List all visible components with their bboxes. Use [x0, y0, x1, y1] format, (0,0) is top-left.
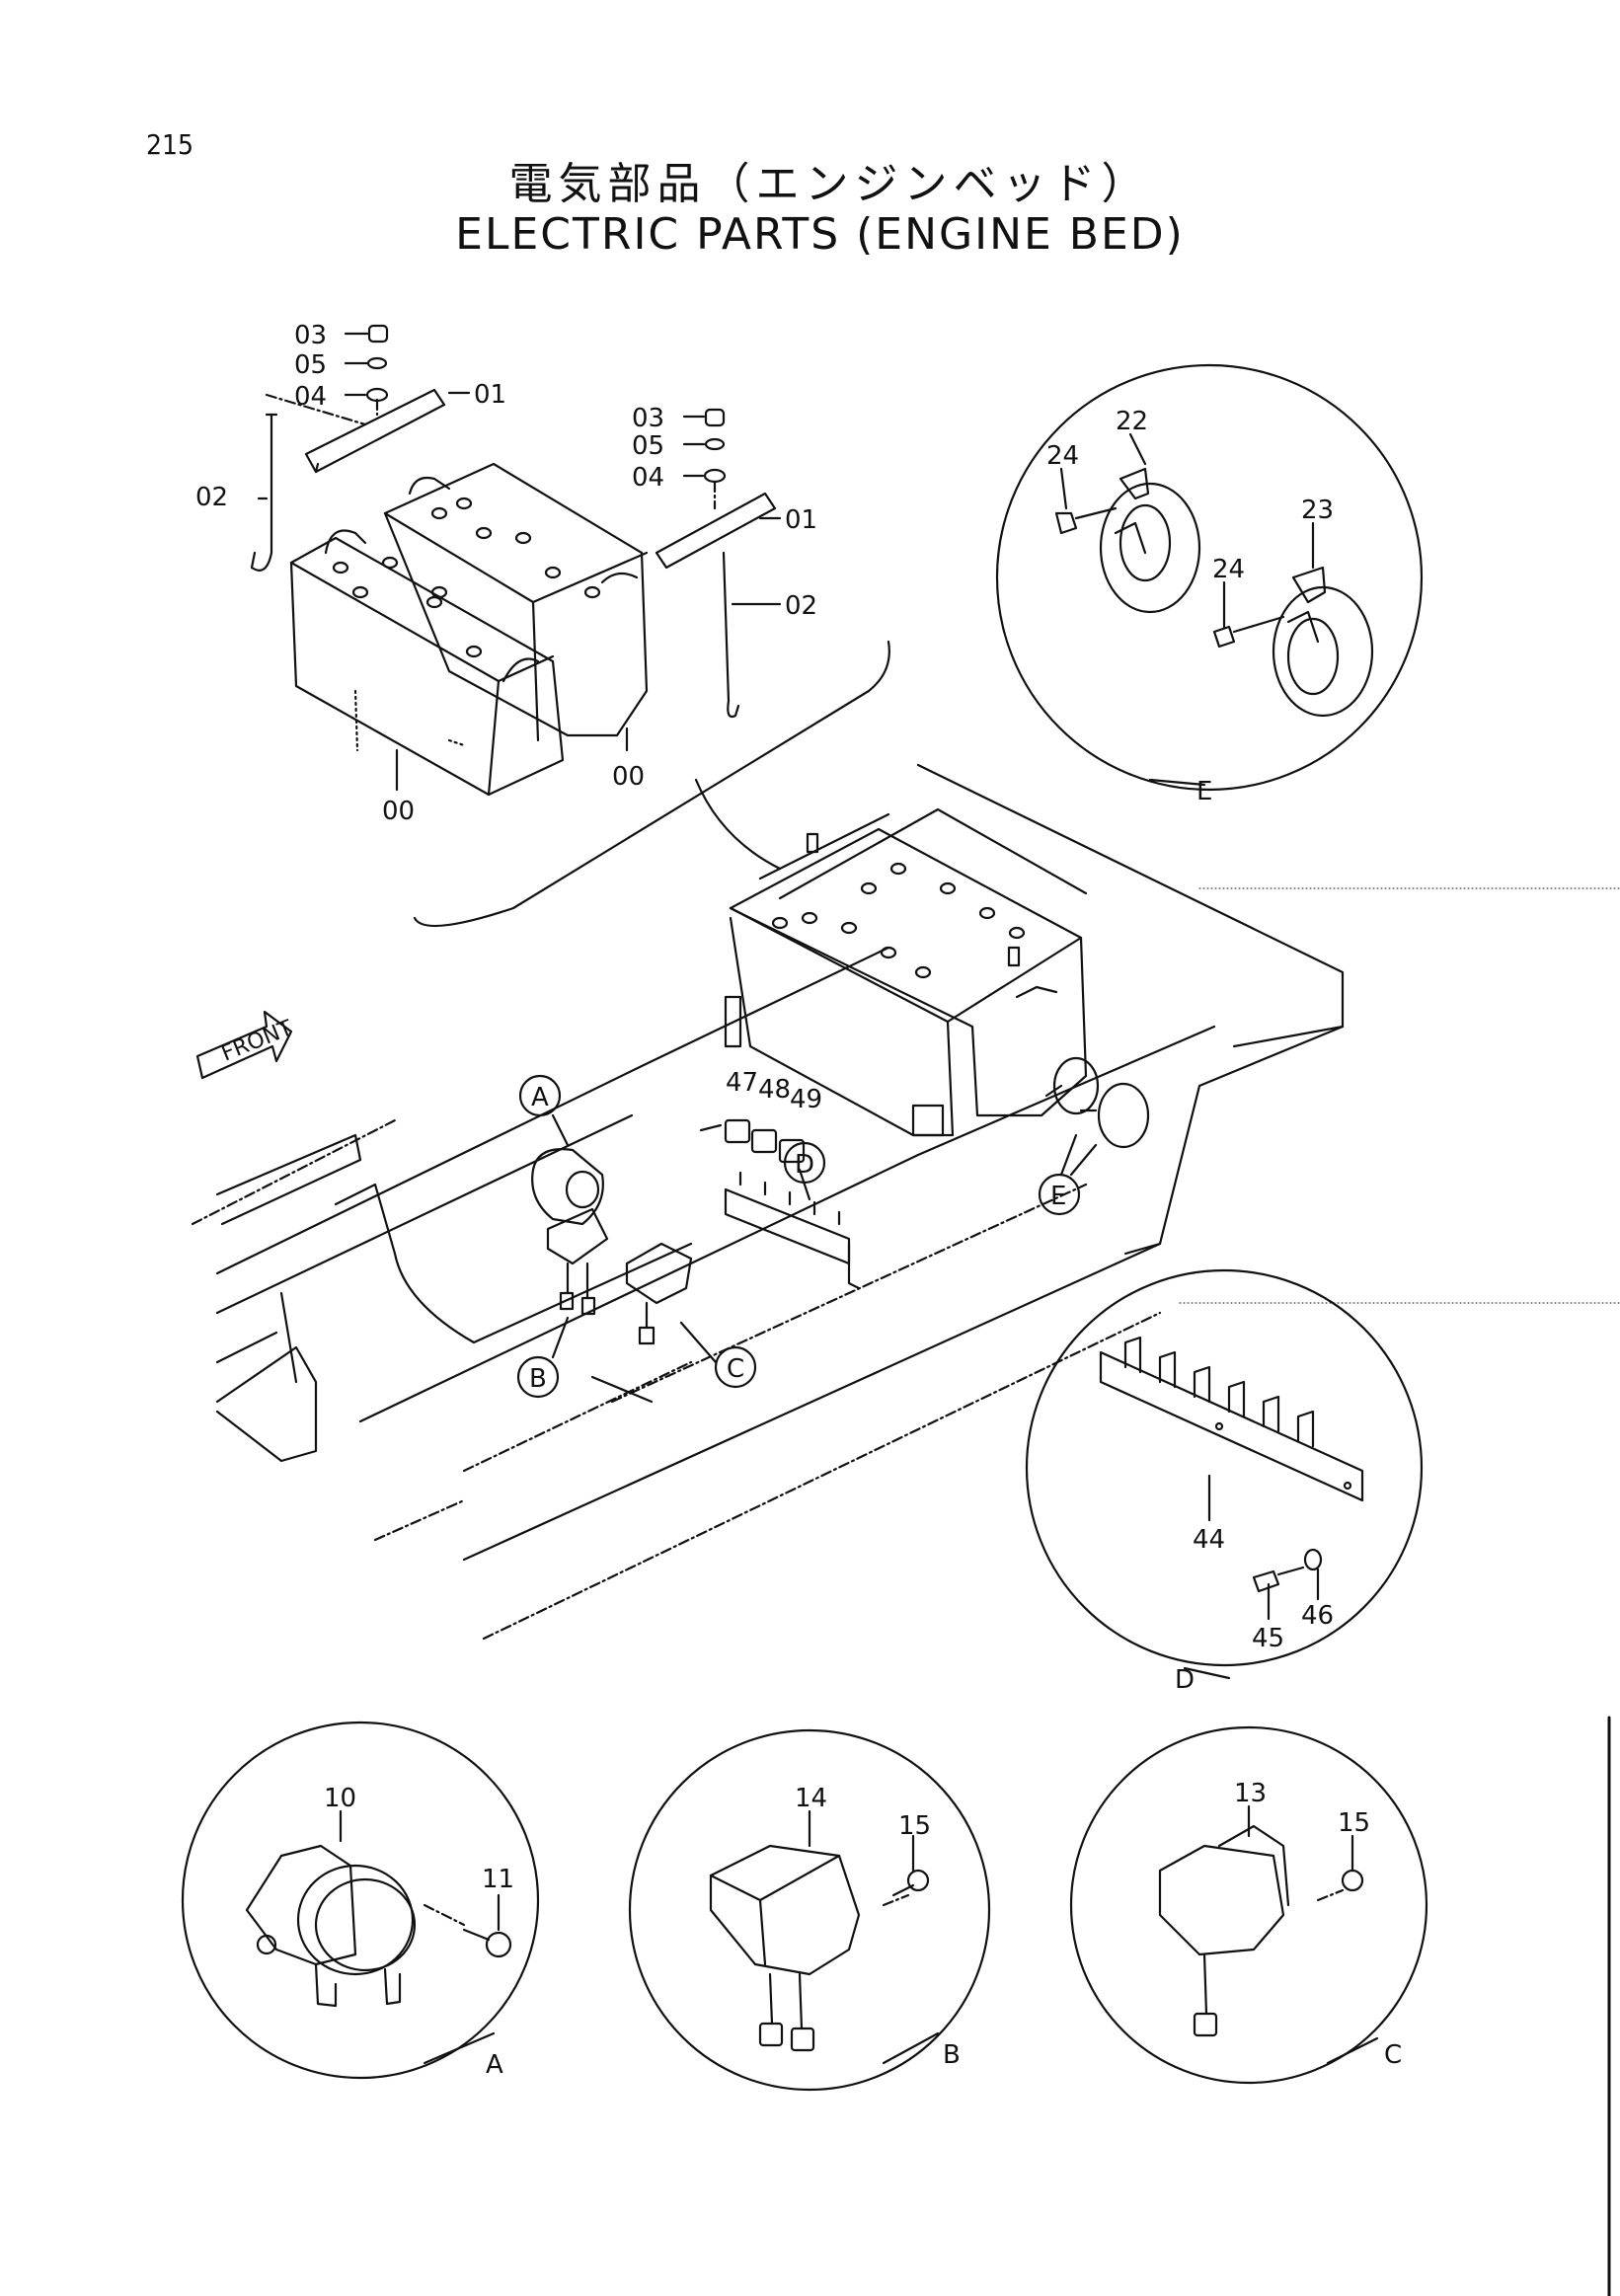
label-11: 11: [482, 1865, 514, 1894]
callout-b: B: [529, 1364, 547, 1394]
label-01-right: 01: [785, 505, 817, 535]
front-direction-label: FRONT: [218, 1016, 297, 1067]
label-48: 48: [758, 1075, 791, 1105]
callout-c: C: [727, 1354, 744, 1384]
label-24-upper: 24: [1046, 441, 1079, 471]
label-04-left: 04: [294, 382, 327, 412]
detail-tag-b: B: [943, 2040, 961, 2070]
callout-d: D: [795, 1150, 814, 1180]
label-23: 23: [1301, 496, 1334, 525]
page-number: 215: [146, 128, 194, 161]
detail-tag-e: E: [1196, 777, 1212, 806]
front-direction-arrow: FRONT: [195, 1010, 297, 1080]
label-44: 44: [1193, 1525, 1225, 1555]
label-49: 49: [790, 1085, 822, 1114]
label-01-left: 01: [474, 380, 506, 410]
label-03-left: 03: [294, 321, 327, 350]
page-title-english: ELECTRIC PARTS (ENGINE BED): [455, 209, 1185, 260]
label-47: 47: [726, 1068, 758, 1098]
label-05-left: 05: [294, 350, 327, 380]
label-03-right: 03: [632, 404, 664, 433]
label-00-left: 00: [382, 797, 415, 826]
label-05-right: 05: [632, 431, 664, 461]
battery-exploded-view: [250, 324, 890, 928]
label-14: 14: [795, 1784, 827, 1813]
detail-tag-a: A: [486, 2050, 503, 2080]
page-title-japanese: 電気部品（エンジンベッド）: [508, 159, 1151, 209]
label-15-b: 15: [898, 1811, 931, 1841]
detail-callouts: [516, 1074, 1081, 1399]
detail-c-relay: [1069, 1725, 1428, 2085]
callout-e: E: [1050, 1182, 1066, 1211]
label-13: 13: [1234, 1779, 1267, 1808]
label-02-right: 02: [785, 591, 817, 621]
detail-tag-c: C: [1384, 2040, 1402, 2070]
detail-callout-letters: A B C D E E D A B C: [486, 777, 1402, 2080]
label-10: 10: [324, 1784, 356, 1813]
label-04-right: 04: [632, 463, 664, 493]
detail-b-relay: [628, 1728, 991, 2092]
label-00-right: 00: [612, 762, 645, 792]
part-number-labels: 03 05 04 01 02 00 00 03 05 04 01 02 22 2…: [195, 321, 1370, 1894]
detail-e-horns: [995, 363, 1424, 792]
detail-tag-d: D: [1175, 1665, 1195, 1695]
machine-frame-view: FRONT: [191, 763, 1620, 1641]
label-24-lower: 24: [1212, 555, 1245, 584]
label-02-left: 02: [195, 483, 228, 512]
label-45: 45: [1252, 1624, 1284, 1653]
label-15-c: 15: [1338, 1808, 1370, 1838]
detail-d-terminal-plate: [1025, 1268, 1424, 1680]
label-46: 46: [1301, 1601, 1334, 1631]
callout-a: A: [531, 1083, 549, 1112]
detail-a-relay: [181, 1721, 540, 2080]
label-22: 22: [1116, 407, 1148, 436]
